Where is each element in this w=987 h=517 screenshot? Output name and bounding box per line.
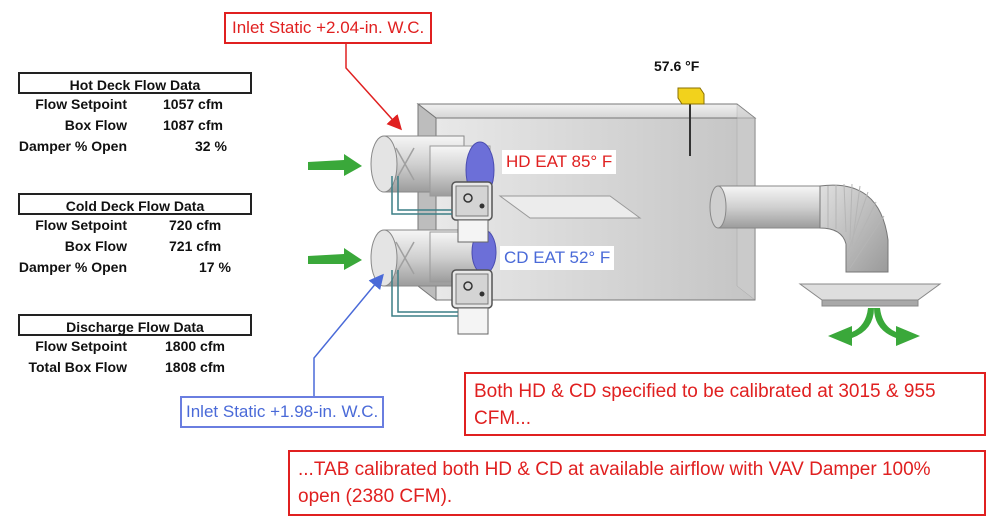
discharge-airflow-arrows	[828, 308, 920, 346]
cold-deck-row-box-flow: Box Flow 721 cfm	[18, 236, 252, 257]
row-value: 17 %	[199, 259, 231, 275]
row-value: 1057 cfm	[163, 96, 223, 112]
row-label: Total Box Flow	[28, 359, 127, 375]
hd-inlet-static-leader	[345, 44, 403, 131]
discharge-title: Discharge Flow Data	[18, 314, 252, 336]
hd-inlet-static-callout: Inlet Static +2.04-in. W.C.	[224, 12, 433, 44]
cold-deck-panel: Cold Deck Flow Data Flow Setpoint 720 cfm…	[18, 193, 252, 278]
row-value: 1808 cfm	[165, 359, 225, 375]
row-label: Damper % Open	[18, 259, 127, 275]
discharge-panel: Discharge Flow Data Flow Setpoint 1800 cf…	[18, 314, 252, 378]
row-value: 32 %	[195, 138, 227, 154]
row-value: 720 cfm	[169, 217, 222, 233]
cd-inlet-static-callout: Inlet Static +1.98-in. W.C.	[180, 396, 385, 428]
hot-deck-title: Hot Deck Flow Data	[18, 72, 252, 94]
row-label: Flow Setpoint	[35, 338, 127, 354]
cd-inlet-static-leader	[313, 273, 384, 398]
row-label: Flow Setpoint	[35, 217, 127, 233]
row-value: 721 cfm	[169, 238, 222, 254]
discharge-duct	[709, 183, 942, 307]
row-label: Box Flow	[64, 238, 127, 254]
hot-deck-row-damper: Damper % Open 32 %	[18, 136, 252, 157]
hot-deck-actuator	[451, 181, 493, 243]
row-label: Damper % Open	[18, 138, 127, 154]
hot-deck-row-setpoint: Flow Setpoint 1057 cfm	[18, 94, 252, 115]
inlet-airflow-arrows	[308, 154, 362, 270]
cold-deck-row-setpoint: Flow Setpoint 720 cfm	[18, 215, 252, 236]
cold-deck-row-damper: Damper % Open 17 %	[18, 257, 252, 278]
hot-deck-row-box-flow: Box Flow 1087 cfm	[18, 115, 252, 136]
cold-deck-actuator	[451, 269, 493, 335]
hd-eat-label: HD EAT 85° F	[502, 150, 617, 174]
pressure-tubing	[391, 176, 458, 317]
cold-deck-title: Cold Deck Flow Data	[18, 193, 252, 215]
hot-deck-panel: Hot Deck Flow Data Flow Setpoint 1057 cfm…	[18, 72, 252, 157]
temperature-sensor	[677, 87, 705, 156]
row-label: Box Flow	[64, 117, 127, 133]
spec-note: Both HD & CD specified to be calibrated …	[464, 372, 986, 436]
discharge-row-setpoint: Flow Setpoint 1800 cfm	[18, 336, 252, 357]
row-label: Flow Setpoint	[35, 96, 127, 112]
discharge-row-total-flow: Total Box Flow 1808 cfm	[18, 357, 252, 378]
cd-eat-label: CD EAT 52° F	[500, 246, 615, 270]
temperature-readout: 57.6 °F	[654, 58, 700, 74]
row-value: 1800 cfm	[165, 338, 225, 354]
row-value: 1087 cfm	[163, 117, 223, 133]
tab-note: ...TAB calibrated both HD & CD at availa…	[288, 450, 986, 516]
